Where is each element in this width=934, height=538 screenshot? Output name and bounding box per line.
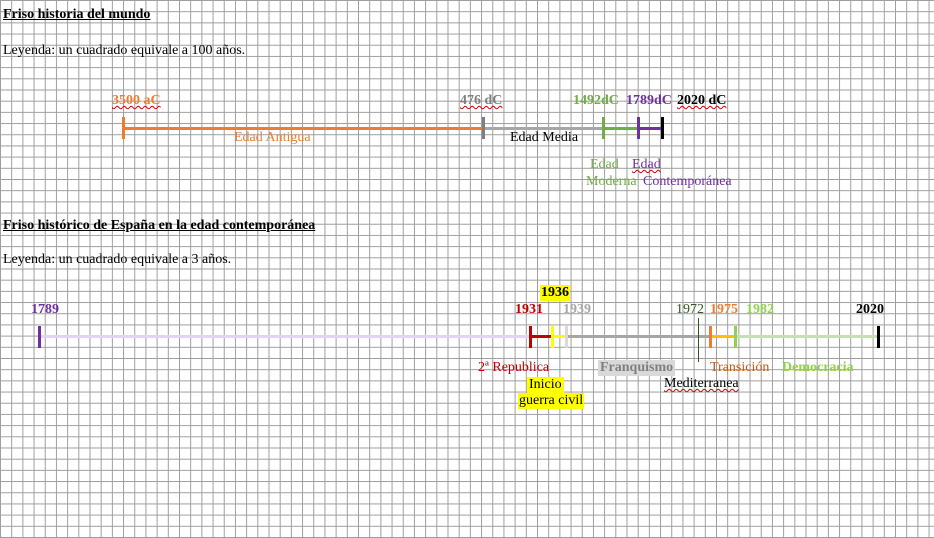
world-age-media: Edad Media <box>510 130 579 145</box>
world-moderna-segment <box>603 127 638 130</box>
world-age-moderna-1: Edad <box>590 157 619 172</box>
world-tick-476 <box>482 117 485 139</box>
world-date-2020: 2020 dC <box>677 93 726 109</box>
spain-period-franquismo: Franquismo <box>598 360 676 376</box>
spain-legend: Leyenda: un cuadrado equivale a 3 años. <box>3 252 232 267</box>
world-tick-3500 <box>122 117 125 139</box>
world-contemporanea-segment <box>638 127 662 130</box>
spain-tick-1982 <box>734 326 737 348</box>
spain-period-transicion: Transición <box>710 360 770 375</box>
spain-period-guerra-2: guerra civil <box>518 393 585 409</box>
world-title: Friso historia del mundo <box>3 7 151 22</box>
spain-date-1972: 1972 <box>676 302 704 317</box>
world-date-1492: 1492dC <box>573 93 619 108</box>
spain-date-1931: 1931 <box>515 302 543 317</box>
world-tick-1492 <box>602 117 605 139</box>
spain-tick-1975 <box>709 326 712 348</box>
spain-tick-1939 <box>565 326 568 348</box>
spain-tick-1936 <box>551 326 554 348</box>
spain-period-democracia: Democracia <box>782 360 854 375</box>
world-date-2020-text: 2020 dC <box>677 93 727 108</box>
spain-date-1975: 1975 <box>710 302 738 317</box>
spain-period-guerra-1: Inicio <box>527 377 564 393</box>
spain-tick-2020 <box>877 326 880 348</box>
world-age-moderna-2: Moderna <box>586 174 637 189</box>
world-age-contemporanea-2: Contemporánea <box>643 174 732 189</box>
spain-date-1936: 1936 <box>540 285 570 301</box>
spain-date-2020: 2020 <box>856 302 884 317</box>
spain-transicion-segment <box>710 335 735 338</box>
world-media-segment <box>484 127 603 130</box>
world-date-3500: 3500 aC <box>112 93 161 108</box>
spain-date-1939: 1939 <box>563 302 591 317</box>
spain-period-mediterranea: Mediterranea <box>664 376 739 391</box>
spain-title: Friso histórico de España en la edad con… <box>3 218 316 233</box>
world-legend: Leyenda: un cuadrado equivale a 100 años… <box>3 43 246 58</box>
spain-democracia-segment <box>735 335 878 338</box>
spain-franquismo-segment <box>566 335 709 338</box>
spain-pre-republica-segment <box>40 335 530 338</box>
spain-period-republica: 2ª Republica <box>478 360 550 375</box>
spain-republica-segment <box>531 335 552 338</box>
spain-date-1789: 1789 <box>31 302 59 317</box>
spain-guerra-segment <box>552 335 566 338</box>
world-antigua-segment <box>123 127 484 130</box>
spain-tick-1972 <box>698 318 699 362</box>
spain-tick-1931 <box>529 326 532 348</box>
world-tick-2020 <box>661 117 664 139</box>
world-age-antigua: Edad Antigua <box>234 130 311 145</box>
world-age-contemporanea-1: Edad <box>632 157 661 172</box>
spain-tick-1789 <box>38 326 41 348</box>
world-date-476: 476 dC <box>460 93 503 108</box>
spain-date-1982: 1982 <box>746 302 774 317</box>
world-date-1789: 1789dC <box>626 93 672 108</box>
world-tick-1789 <box>637 117 640 139</box>
